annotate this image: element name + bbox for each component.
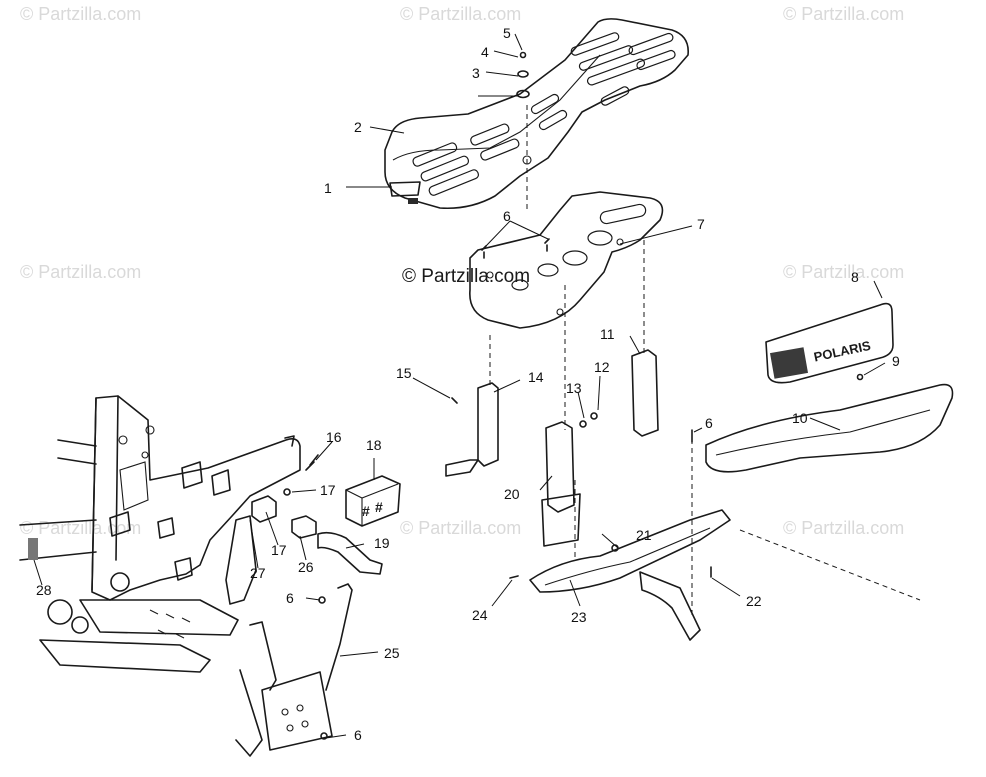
watermark: © Partzilla.com <box>783 4 904 24</box>
callout-9: 9 <box>892 353 900 369</box>
callout-5: 5 <box>503 25 511 41</box>
fastener-stack <box>516 51 530 99</box>
callout-2: 2 <box>354 119 362 135</box>
frame-assembly <box>19 395 301 673</box>
callout-3: 3 <box>472 65 480 81</box>
angle-bracket <box>225 515 257 605</box>
leader-lines <box>33 33 886 739</box>
mounting-plate <box>469 191 664 329</box>
callout-4: 4 <box>481 44 489 60</box>
callout-17: 17 <box>271 542 287 558</box>
callout-21: 21 <box>636 527 652 543</box>
callout-20: 20 <box>504 486 520 502</box>
callout-8: 8 <box>851 269 859 285</box>
callout-22: 22 <box>746 593 762 609</box>
callout-28: 28 <box>36 582 52 598</box>
watermark: © Partzilla.com <box>400 4 521 24</box>
center-watermark: © Partzilla.com <box>402 266 530 287</box>
skid-plate <box>235 583 353 757</box>
svg-text:#: # <box>362 503 370 519</box>
watermark: © Partzilla.com <box>783 262 904 282</box>
assembly-guide-lines <box>489 105 921 615</box>
nameplate: POLARIS <box>765 302 894 384</box>
callout-labels: 1 2 3 4 5 6 6 6 6 7 8 9 10 11 12 13 14 1… <box>36 25 900 743</box>
callout-6: 6 <box>354 727 362 743</box>
callout-27: 27 <box>250 565 266 581</box>
screw-pair <box>481 238 550 259</box>
front-rack-support <box>529 509 731 641</box>
rear-rack <box>384 18 689 210</box>
callout-14: 14 <box>528 369 544 385</box>
callout-13: 13 <box>566 380 582 396</box>
callout-26: 26 <box>298 559 314 575</box>
callout-7: 7 <box>697 216 705 232</box>
callout-16: 16 <box>326 429 342 445</box>
callout-11: 11 <box>600 326 615 342</box>
watermark: © Partzilla.com <box>20 262 141 282</box>
callout-18: 18 <box>366 437 382 453</box>
callout-24: 24 <box>472 607 488 623</box>
callout-6: 6 <box>286 590 294 606</box>
small-screws <box>283 373 864 740</box>
callout-6: 6 <box>705 415 713 431</box>
watermark: © Partzilla.com <box>783 518 904 538</box>
callout-1: 1 <box>324 180 332 196</box>
callout-17: 17 <box>320 482 336 498</box>
callout-15: 15 <box>396 365 412 381</box>
rack-brackets <box>445 349 659 547</box>
callout-25: 25 <box>384 645 400 661</box>
svg-text:#: # <box>375 499 383 515</box>
callout-12: 12 <box>594 359 610 375</box>
callout-23: 23 <box>571 609 587 625</box>
watermark: © Partzilla.com <box>20 4 141 24</box>
callout-6: 6 <box>503 208 511 224</box>
nameplate-text: POLARIS <box>812 338 872 365</box>
watermark: © Partzilla.com <box>400 518 521 538</box>
mount-bushings <box>251 495 383 575</box>
front-bumper <box>705 383 954 473</box>
junction-box: # # <box>345 475 401 527</box>
callout-19: 19 <box>374 535 390 551</box>
callout-10: 10 <box>792 410 808 426</box>
